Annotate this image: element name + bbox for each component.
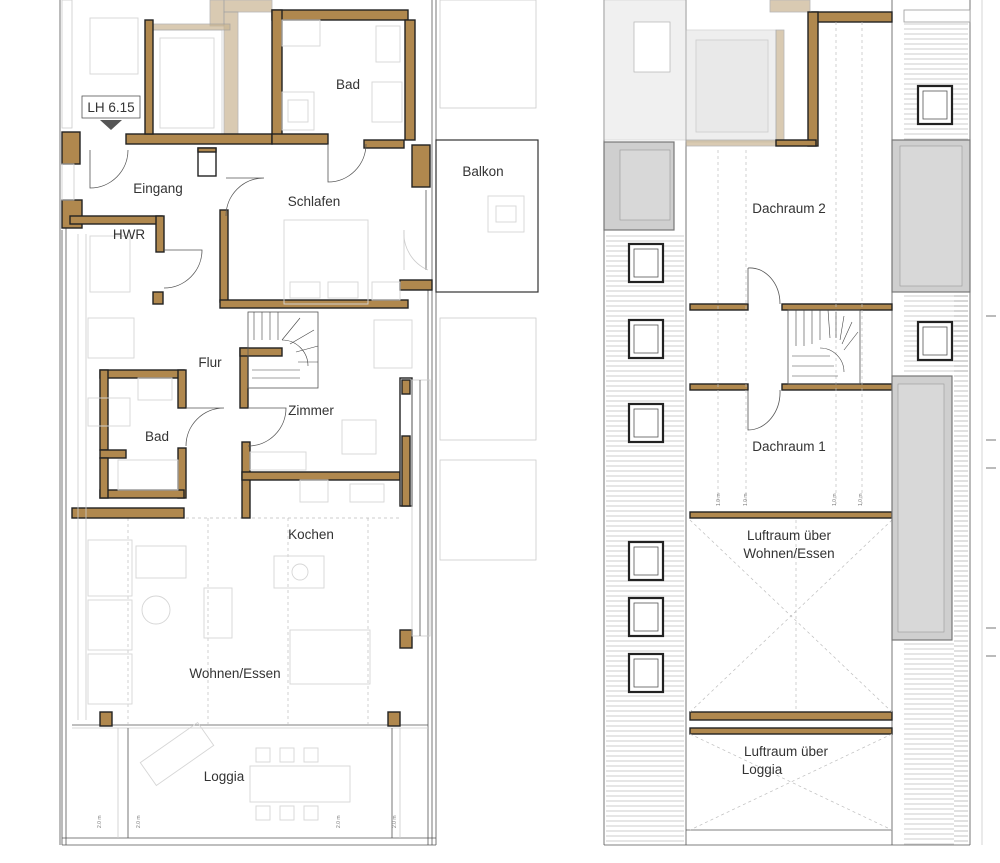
upper-dashed-lines (689, 22, 893, 831)
ground-dimension-mark-2: 2.0 m (136, 815, 142, 828)
skylight-pane-icon (922, 326, 948, 356)
ground-floor-windows (61, 163, 431, 720)
upper-floor-doors (747, 267, 781, 431)
ground-floor-room-labels: Bad Balkon Eingang Schlafen HWR Flur Zim… (113, 77, 504, 784)
skylight-icon (627, 318, 665, 360)
skylight-icon (916, 320, 954, 362)
upper-top-faint-area (603, 0, 811, 231)
outer-frame (59, 0, 437, 846)
upper-floor-stair (787, 309, 861, 385)
skylight-pane-icon (633, 408, 659, 438)
ground-dimension-mark-4: 2.0 m (392, 815, 398, 828)
room-label-zimmer: Zimmer (288, 403, 334, 418)
skylight-icon (627, 596, 665, 638)
ground-dimension-marks: 2.0 m 2.0 m 2.0 m 2.0 m (97, 815, 398, 828)
skylight-icon (916, 84, 954, 126)
skylight-icon (627, 540, 665, 582)
upper-floor-walls (689, 11, 893, 735)
upper-dimension-marks: 1.0 m 1.0 m 1.0 m 1.0 m (716, 493, 864, 506)
upper-dimension-mark-4: 1.0 m (858, 493, 864, 506)
upper-dimension-mark-3: 1.0 m (832, 493, 838, 506)
skylight-pane-icon (633, 546, 659, 576)
room-label-wohnen-essen: Wohnen/Essen (189, 666, 280, 681)
ceiling-height-label: LH 6.15 (87, 100, 134, 115)
room-label-luftraum-wohnen-line2: Wohnen/Essen (743, 546, 834, 561)
upper-dimension-mark-1: 1.0 m (716, 493, 722, 506)
room-label-dachraum-1: Dachraum 1 (752, 439, 826, 454)
ground-floor-stair (247, 311, 319, 389)
room-label-luftraum-wohnen-line1: Luftraum über (747, 528, 832, 543)
balkon-outline (435, 139, 539, 293)
skylight-icon (627, 402, 665, 444)
upper-floor-plan: 1.0 m 1.0 m 1.0 m 1.0 m Dachraum 2 Dachr… (603, 0, 983, 846)
right-edge-ticks (986, 315, 996, 657)
room-label-dachraum-2: Dachraum 2 (752, 201, 826, 216)
skylight-icon (627, 652, 665, 694)
room-label-luftraum-loggia-line2: Loggia (742, 762, 783, 777)
ground-dimension-mark-3: 2.0 m (336, 815, 342, 828)
upper-floor-room-labels: Dachraum 2 Dachraum 1 Luftraum über Wohn… (742, 201, 835, 777)
ground-floor-plan: LH 6.15 2.0 m 2.0 m 2.0 m 2.0 m Bad Balk… (59, 0, 539, 846)
room-label-hwr: HWR (113, 227, 145, 242)
upper-dimension-mark-2: 1.0 m (743, 493, 749, 506)
room-label-eingang: Eingang (133, 181, 183, 196)
upper-skylights (627, 84, 954, 694)
ground-floor-doors (89, 143, 429, 447)
skylight-pane-icon (633, 324, 659, 354)
room-label-luftraum-loggia-line1: Luftraum über (744, 744, 829, 759)
ceiling-height-tag: LH 6.15 (81, 95, 141, 130)
skylight-pane-icon (922, 90, 948, 120)
room-label-bad-top: Bad (336, 77, 360, 92)
room-label-kochen: Kochen (288, 527, 334, 542)
room-label-bad-bottom: Bad (145, 429, 169, 444)
ceiling-height-marker-icon (100, 120, 122, 130)
skylight-pane-icon (633, 248, 659, 278)
room-label-schlafen: Schlafen (288, 194, 341, 209)
ground-floor-furniture (87, 19, 525, 821)
ground-dimension-mark-1: 2.0 m (97, 815, 103, 828)
skylight-pane-icon (633, 658, 659, 688)
neighbour-outlines (439, 0, 537, 561)
room-label-flur: Flur (198, 355, 222, 370)
room-label-balkon: Balkon (462, 164, 503, 179)
upper-grey-roof-blocks (891, 139, 971, 641)
skylight-pane-icon (633, 602, 659, 632)
skylight-icon (627, 242, 665, 284)
room-label-loggia: Loggia (204, 769, 245, 784)
